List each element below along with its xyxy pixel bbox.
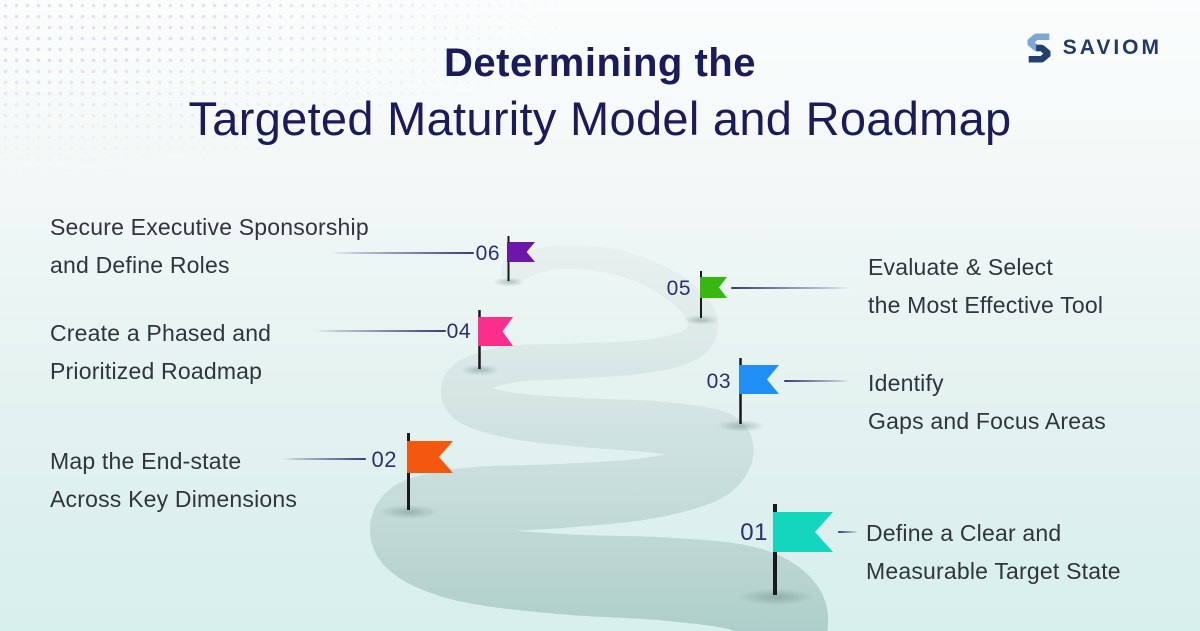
connector-line-02 <box>282 458 366 460</box>
step-label-03-line2: Gaps and Focus Areas <box>868 408 1106 434</box>
step-label-02-line1: Map the End-state <box>50 448 242 474</box>
step-label-01-line1: Define a Clear and <box>866 520 1062 546</box>
saviom-s-icon <box>1027 33 1051 63</box>
connector-line-01 <box>838 531 858 533</box>
step-label-02: Map the End-state Across Key Dimensions <box>50 442 297 518</box>
flags <box>407 242 833 552</box>
title-line-1: Determining the <box>444 41 756 85</box>
halftone-dot-pattern <box>0 0 640 215</box>
flag-icon-06 <box>507 242 535 262</box>
connector-line-05 <box>731 287 850 289</box>
title-line-2: Targeted Maturity Model and Roadmap <box>188 92 1012 145</box>
step-number-05: 05 <box>666 277 691 300</box>
step-label-06-line1: Secure Executive Sponsorship <box>50 214 369 240</box>
step-label-01: Define a Clear and Measurable Target Sta… <box>866 514 1121 590</box>
brand-logo: SAVIOM <box>1024 31 1162 65</box>
flag-icon-03 <box>739 365 779 394</box>
flag-icon-02 <box>407 441 453 473</box>
flag-icon-01 <box>773 512 833 552</box>
step-label-01-line2: Measurable Target State <box>866 558 1121 584</box>
connector-line-03 <box>784 380 850 382</box>
page-title: Determining the Targeted Maturity Model … <box>0 40 1200 145</box>
step-label-03-line1: Identify <box>868 370 944 396</box>
step-number-04: 04 <box>446 320 471 343</box>
step-label-04-line2: Prioritized Roadmap <box>50 358 263 384</box>
brand-name: SAVIOM <box>1062 36 1162 59</box>
flag-icon-04 <box>478 317 513 346</box>
step-number-02: 02 <box>371 447 397 472</box>
winding-road-path <box>370 244 829 631</box>
connector-line-04 <box>315 330 446 332</box>
pole-shadows <box>379 277 814 606</box>
step-number-06: 06 <box>475 242 500 265</box>
connector-line-06 <box>330 252 474 254</box>
step-label-02-line2: Across Key Dimensions <box>50 486 298 512</box>
flag-icon-05 <box>700 277 727 298</box>
step-label-05: Evaluate & Select the Most Effective Too… <box>868 248 1103 324</box>
step-label-04-line1: Create a Phased and <box>50 320 272 346</box>
step-label-06: Secure Executive Sponsorship and Define … <box>50 208 369 284</box>
step-label-05-line2: the Most Effective Tool <box>868 292 1104 318</box>
step-label-03: Identify Gaps and Focus Areas <box>868 364 1106 440</box>
step-label-04: Create a Phased and Prioritized Roadmap <box>50 314 271 390</box>
step-label-06-line2: and Define Roles <box>50 252 230 278</box>
step-number-03: 03 <box>706 370 731 393</box>
step-label-05-line1: Evaluate & Select <box>868 254 1053 280</box>
step-number-01: 01 <box>740 519 768 546</box>
